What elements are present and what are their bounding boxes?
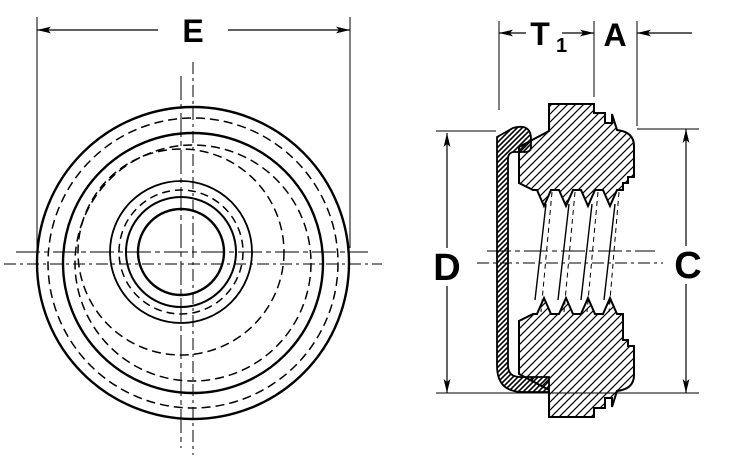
dim-c: C (637, 128, 702, 393)
label-t1: T (530, 16, 550, 52)
label-d: D (433, 247, 460, 289)
arrowhead-down-icon (682, 379, 690, 393)
section-view (477, 103, 663, 418)
label-e: E (182, 13, 203, 49)
arrowhead-right-icon (580, 29, 594, 37)
retainer-section (496, 125, 550, 393)
retainer-opening-circle-hidden (74, 144, 312, 382)
dim-a: A (603, 17, 692, 126)
thread-flank-lines (534, 191, 620, 313)
arrowhead-left-icon (637, 29, 651, 37)
arrowhead-right-icon (336, 26, 350, 34)
label-c: C (674, 245, 701, 287)
arrowhead-up-icon (443, 133, 451, 147)
label-t1-subscript: 1 (556, 35, 567, 57)
arrowhead-left-icon (499, 29, 513, 37)
dim-d: D (433, 130, 699, 394)
arrowhead-down-icon (443, 379, 451, 393)
nut-upper-section (518, 103, 635, 209)
nut-lower-section (518, 295, 635, 418)
arrowhead-up-icon (682, 129, 690, 143)
front-view (4, 62, 382, 455)
label-a: A (603, 17, 626, 53)
dim-t1: T 1 (498, 16, 595, 110)
dim-e: E (36, 13, 351, 250)
arrowhead-left-icon (37, 26, 51, 34)
